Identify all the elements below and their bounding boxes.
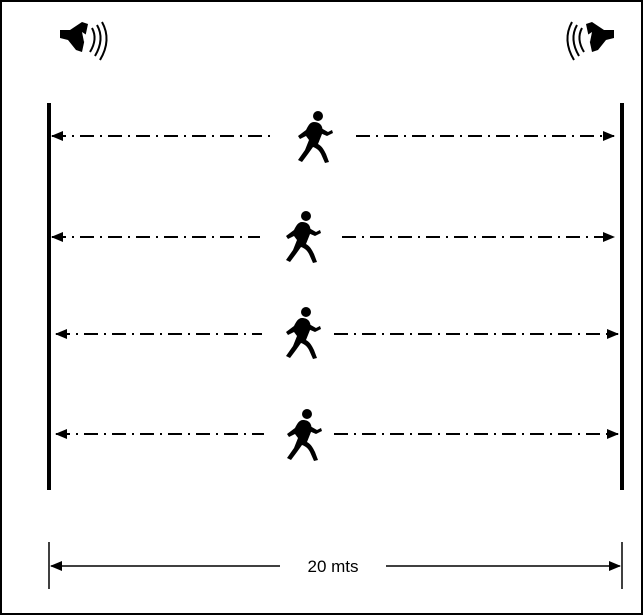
runner-icon (287, 409, 322, 461)
lane-4 (56, 409, 618, 461)
lane-2 (52, 211, 614, 263)
lane-1 (52, 111, 614, 163)
runner-icon (286, 211, 321, 263)
runner-icon (298, 111, 333, 163)
distance-dimension: 20 mts (49, 542, 622, 589)
speaker-right-icon (567, 22, 614, 60)
runner-icon (286, 307, 321, 359)
distance-label: 20 mts (307, 557, 358, 576)
lane-3 (56, 307, 618, 359)
speaker-left-icon (60, 22, 107, 60)
